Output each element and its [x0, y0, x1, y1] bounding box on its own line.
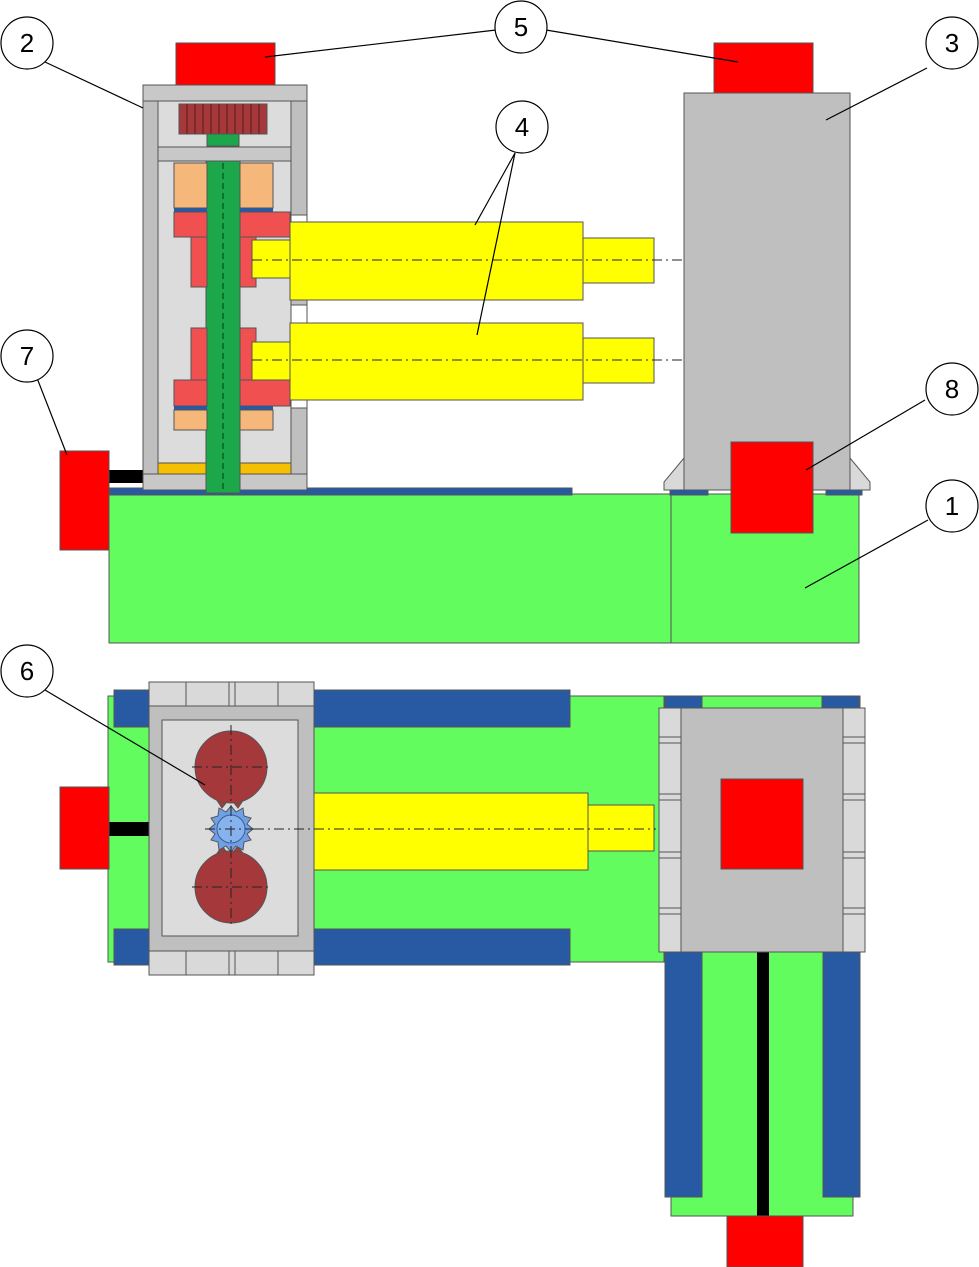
leader-1 [804, 519, 929, 589]
front-view [59, 42, 871, 644]
motor-8-top-view [720, 778, 804, 870]
base-rail-left [109, 487, 573, 496]
gear-stand-top-lower-cap [148, 950, 315, 976]
gear-stand [142, 84, 308, 494]
top-gear-teeth [186, 104, 260, 134]
roll-neck-top-view [587, 804, 655, 852]
bearing-strip-right [239, 462, 292, 475]
lower-roll-body [289, 322, 584, 401]
leader-5-left [264, 29, 497, 58]
leader-6 [44, 689, 206, 786]
callout-label-2: 2 [20, 28, 34, 58]
callout-label-4: 4 [515, 112, 529, 142]
gear-stand-top-upper-cap [148, 681, 315, 707]
roll-body-top-view [313, 792, 589, 871]
motor-7-top [59, 786, 110, 870]
callouts [36, 29, 929, 786]
side-bearing-mid [290, 304, 308, 326]
callout-label-1: 1 [945, 491, 959, 521]
callout-bubble-7: 7 [0, 329, 54, 383]
upper-gear-top-view [192, 725, 272, 809]
top-view [59, 681, 866, 1267]
stand-3-top [658, 707, 866, 953]
callout-bubble-3: 3 [925, 16, 979, 70]
leader-8 [805, 399, 926, 471]
leader-2 [44, 61, 144, 109]
motor-7 [59, 450, 110, 551]
gear-stand-top [148, 681, 315, 976]
callout-label-6: 6 [20, 656, 34, 686]
callout-bubble-5: 5 [494, 0, 548, 54]
gear-stand-mid-plate [157, 146, 292, 162]
drive-coupling-shaft [108, 470, 148, 483]
stand-3-top-left-flange [658, 707, 682, 953]
callout-bubble-2: 2 [0, 16, 54, 70]
leader-7 [36, 377, 68, 456]
stand-3-top-right-flange [842, 707, 866, 953]
motor-5-right [713, 42, 814, 94]
callout-label-7: 7 [20, 341, 34, 371]
leader-3 [825, 67, 928, 121]
pinion-gear [205, 805, 258, 853]
callout-bubble-1: 1 [925, 479, 979, 533]
rail-arm-right [822, 949, 861, 1198]
lower-gear-top-view [192, 845, 272, 928]
arm-center-shaft [757, 950, 769, 1218]
callout-label-5: 5 [514, 12, 528, 42]
leader-4-lower [476, 152, 516, 336]
lower-roll-neck-left [251, 341, 291, 381]
stand-3-body [683, 92, 851, 491]
upper-roll-neck-left [251, 239, 291, 279]
motor-5-left [175, 42, 276, 86]
leader-4-upper [474, 152, 516, 226]
bearing-strip-left [157, 462, 207, 475]
callout-bubble-8: 8 [925, 362, 979, 416]
upper-roll-body [289, 221, 584, 301]
gear-stand-top-plate [142, 84, 308, 102]
callout-label-8: 8 [945, 374, 959, 404]
callout-bubble-4: 4 [495, 100, 549, 154]
motor-arm-end [726, 1215, 804, 1267]
work-rolls [251, 221, 700, 401]
rail-arm-left [664, 949, 703, 1198]
motor-8 [730, 441, 814, 534]
leader-5-right [545, 29, 739, 63]
callout-bubble-6: 6 [0, 644, 54, 698]
stand-3 [663, 92, 871, 491]
top-gear-hub [206, 133, 240, 147]
top-gear [178, 103, 268, 135]
drive-coupling-shaft-top [108, 822, 150, 836]
callout-label-3: 3 [945, 28, 959, 58]
